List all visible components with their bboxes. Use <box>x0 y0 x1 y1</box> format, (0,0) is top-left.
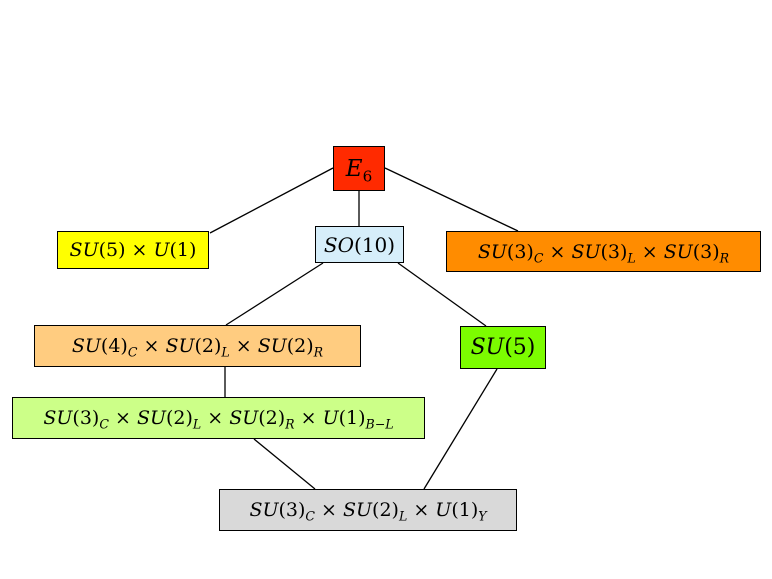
node-su5-u1: SU(5) × U(1) <box>57 231 209 269</box>
edge-su5-sm <box>423 368 498 490</box>
node-standard-model: SU(3)C × SU(2)L × U(1)Y <box>219 489 517 531</box>
edge-e6-su333 <box>384 167 519 232</box>
edge-so10-su422 <box>225 262 324 326</box>
edge-su3221-sm <box>253 438 316 490</box>
node-su5: SU(5) <box>460 326 546 369</box>
node-e6: E6 <box>333 146 385 191</box>
node-su3-su3-su3: SU(3)C × SU(3)L × SU(3)R <box>446 231 761 272</box>
node-so10: SO(10) <box>315 226 404 263</box>
edge-e6-su5u1 <box>209 167 334 234</box>
node-su4-su2-su2: SU(4)C × SU(2)L × SU(2)R <box>34 325 361 367</box>
edge-so10-su5 <box>397 262 487 327</box>
node-su3-su2-su2-u1: SU(3)C × SU(2)L × SU(2)R × U(1)B−L <box>12 397 425 439</box>
